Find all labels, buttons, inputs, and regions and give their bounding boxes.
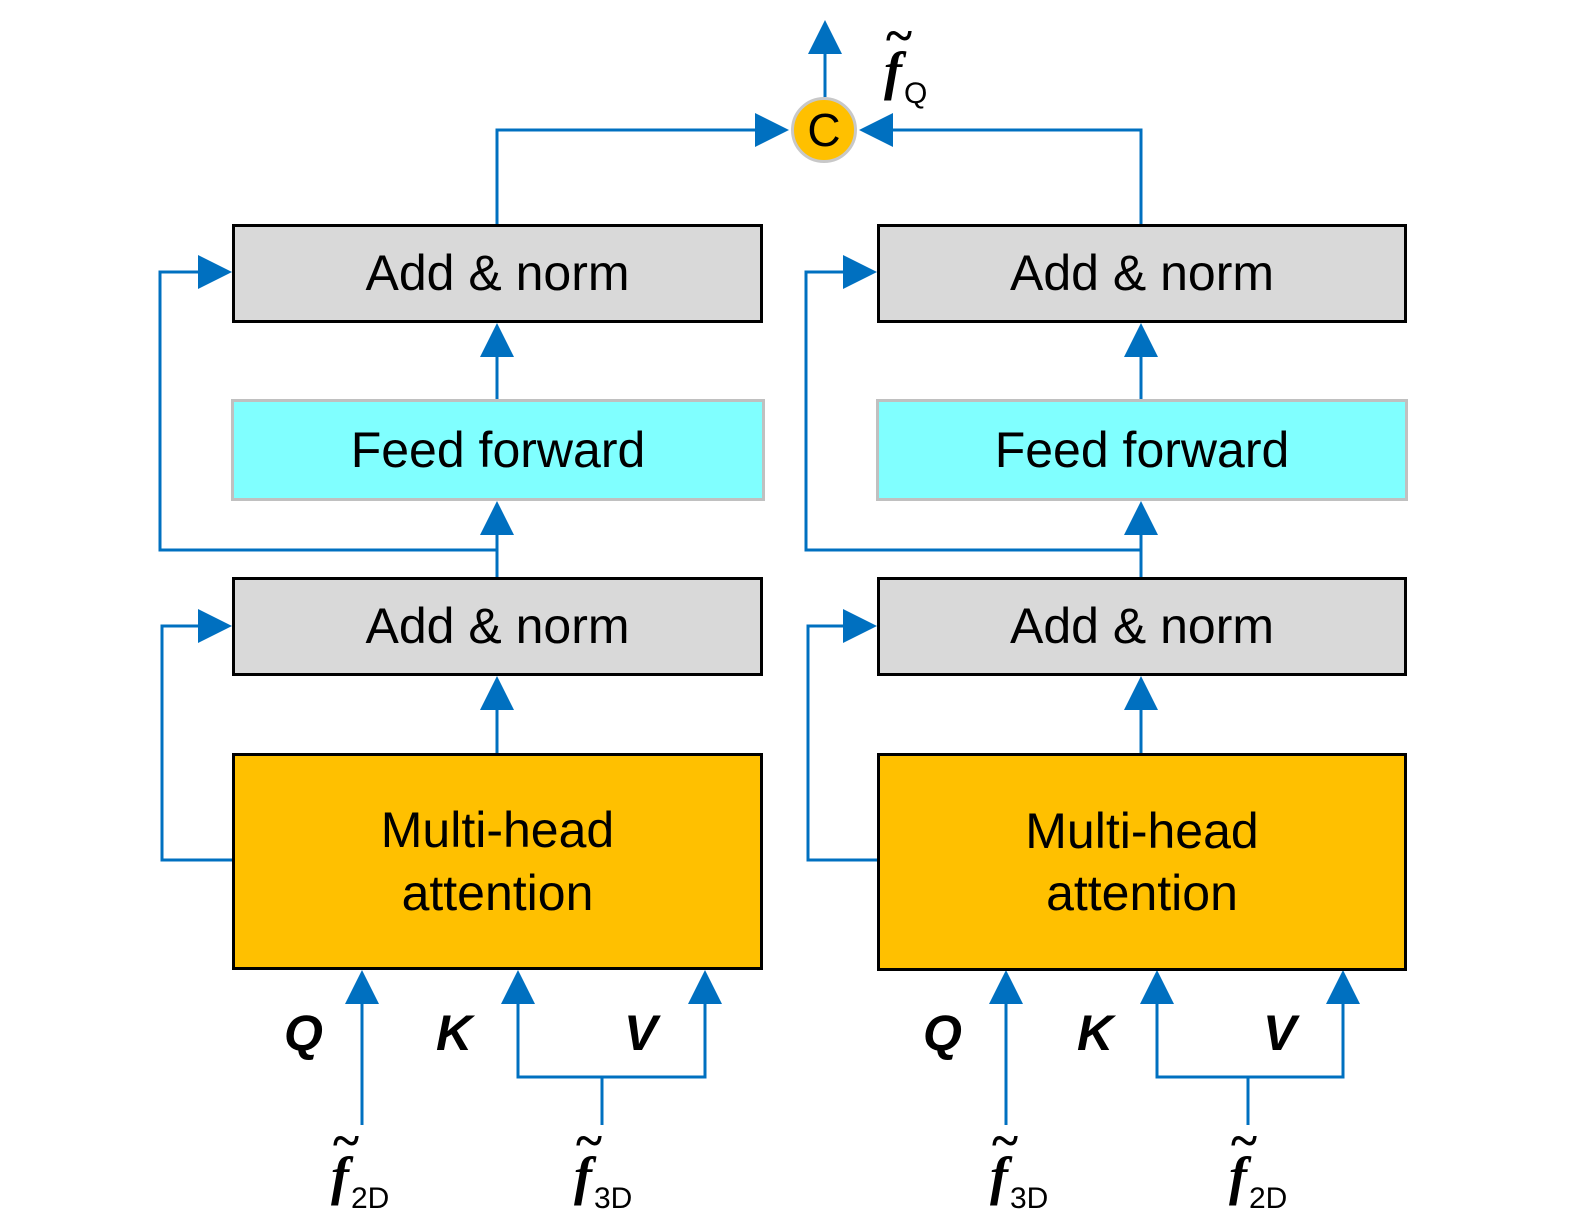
left-query-input-subscript: 2D <box>350 1182 390 1215</box>
right-attn-to-norm-arrowhead <box>1124 676 1158 710</box>
right-query-arrowhead <box>989 970 1023 1004</box>
left-key-label: K <box>436 1005 473 1061</box>
right-query-input-label: f3D <box>990 1111 1048 1215</box>
left-add-norm-bottom: Add & norm <box>232 577 763 676</box>
left-attn-to-norm-arrowhead <box>480 676 514 710</box>
left-attention-line2: attention <box>401 864 594 921</box>
output-arrowhead <box>808 20 842 54</box>
right-key-arrowhead <box>1140 970 1174 1004</box>
left-kv-input-subscript: 3D <box>593 1182 633 1215</box>
right-residual-ff-wire <box>804 270 1141 552</box>
right-value-wire <box>1248 1004 1345 1079</box>
left-query-arrowhead <box>345 970 379 1004</box>
right-residual-ff-arrowhead <box>843 255 877 289</box>
left-add-norm-top: Add & norm <box>232 224 763 323</box>
right-to-concat-arrowhead <box>859 113 893 147</box>
right-kv-input-subscript: 2D <box>1248 1182 1288 1215</box>
left-to-concat-wire <box>495 128 755 224</box>
left-value-label: V <box>624 1005 658 1061</box>
left-value-arrowhead <box>688 970 722 1004</box>
right-query-label: Q <box>923 1005 962 1061</box>
right-value-label: V <box>1263 1005 1297 1061</box>
right-residual-attn-wire <box>806 624 877 862</box>
left-residual-attn-wire <box>160 624 232 862</box>
right-kv-input-label: f2D <box>1229 1111 1287 1215</box>
left-to-concat-arrowhead <box>755 113 789 147</box>
right-add-norm-bottom-label: Add & norm <box>1009 598 1274 655</box>
left-attention-line1: Multi-head <box>380 802 615 858</box>
left-feed-forward-label: Feed forward <box>350 421 646 478</box>
left-query-input-label: f2D <box>331 1111 389 1215</box>
left-norm-to-ff-arrowhead <box>480 501 514 535</box>
concat-node: C <box>791 97 857 163</box>
right-add-norm-top: Add & norm <box>877 224 1407 323</box>
right-key-wire <box>1155 1004 1248 1079</box>
output-feature-subscript: Q <box>903 77 928 110</box>
right-query-input-symbol: f <box>990 1111 1018 1207</box>
left-kv-input-symbol: f <box>574 1111 602 1207</box>
right-attention-line2: attention <box>1046 865 1238 921</box>
left-kv-input-label: f3D <box>574 1111 632 1215</box>
output-feature-symbol: f <box>884 6 912 102</box>
left-residual-attn-arrowhead <box>198 609 232 643</box>
left-feed-forward: Feed forward <box>231 399 765 501</box>
right-value-arrowhead <box>1326 970 1360 1004</box>
right-attention-line1: Multi-head <box>1025 802 1259 859</box>
right-ff-to-norm-arrowhead <box>1124 323 1158 357</box>
left-value-wire <box>602 1004 707 1079</box>
left-add-norm-top-label: Add & norm <box>365 245 630 302</box>
right-multi-head-attention: Multi-head attention <box>877 753 1407 971</box>
left-key-wire <box>516 1004 602 1079</box>
right-add-norm-top-label: Add & norm <box>1009 245 1274 302</box>
right-residual-attn-arrowhead <box>843 609 877 643</box>
right-key-label: K <box>1077 1005 1114 1061</box>
right-query-input-subscript: 3D <box>1009 1182 1049 1215</box>
left-residual-ff-arrowhead <box>198 255 232 289</box>
right-feed-forward: Feed forward <box>876 399 1408 501</box>
left-key-arrowhead <box>501 970 535 1004</box>
right-to-concat-wire <box>893 128 1143 224</box>
right-feed-forward-label: Feed forward <box>994 421 1290 478</box>
right-norm-to-ff-arrowhead <box>1124 501 1158 535</box>
left-multi-head-attention: Multi-head attention <box>232 753 763 970</box>
left-query-label: Q <box>284 1005 323 1061</box>
left-add-norm-bottom-label: Add & norm <box>365 598 630 655</box>
right-add-norm-bottom: Add & norm <box>877 577 1407 676</box>
output-feature-label: fQ <box>884 6 927 110</box>
left-residual-ff-wire <box>158 270 497 552</box>
left-ff-to-norm-arrowhead <box>480 323 514 357</box>
left-query-input-symbol: f <box>331 1111 359 1207</box>
concat-label: C <box>807 104 841 156</box>
right-kv-input-symbol: f <box>1229 1111 1257 1207</box>
